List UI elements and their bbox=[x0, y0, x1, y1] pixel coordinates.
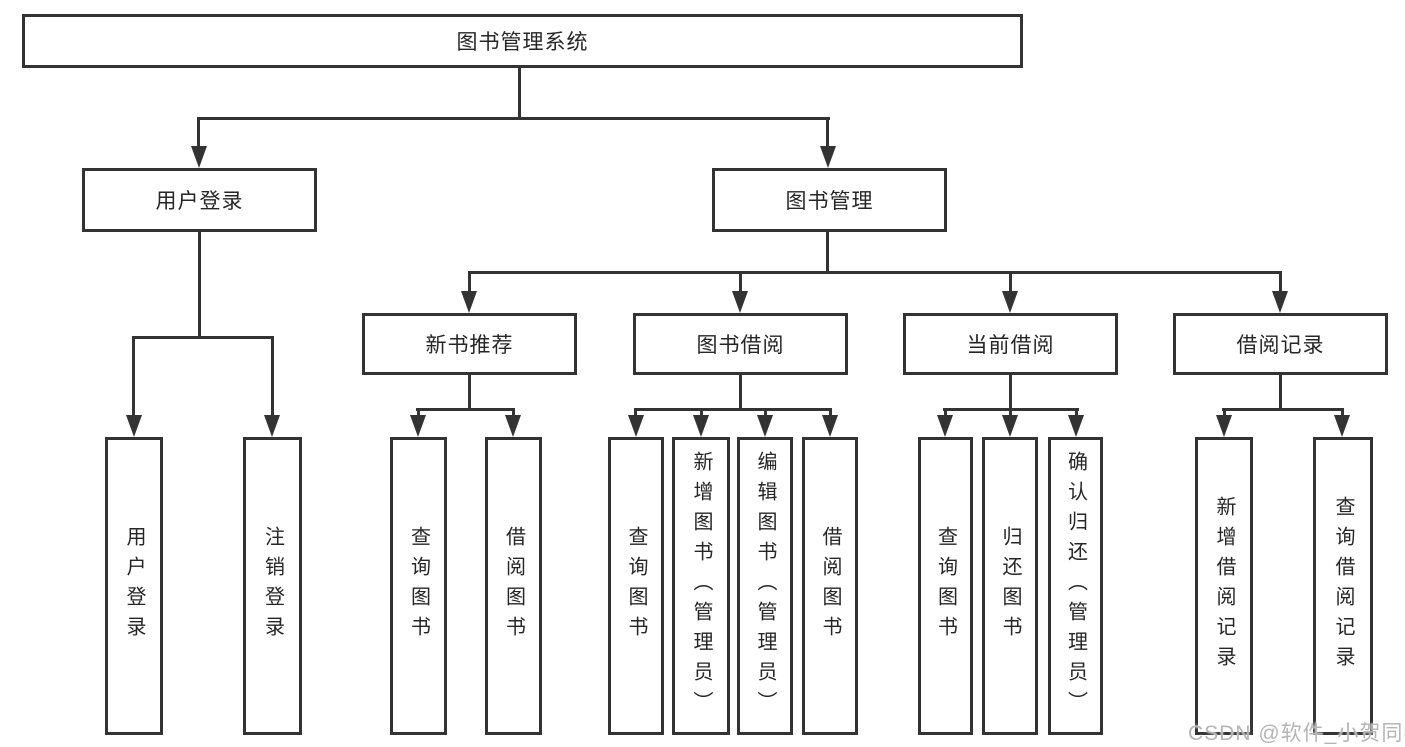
node-leaf-user-login: 用户登录 bbox=[105, 437, 163, 735]
connector-line-borrow-record bbox=[1279, 271, 1282, 293]
node-label: 查询图书 bbox=[407, 526, 430, 646]
node-leaf-logout: 注销登录 bbox=[243, 437, 302, 735]
connector-root-rail bbox=[197, 117, 830, 120]
node-borrow-record: 借阅记录 bbox=[1173, 313, 1388, 375]
connector-current-borrow-stem bbox=[1009, 375, 1012, 408]
node-book-borrow: 图书借阅 bbox=[633, 313, 848, 375]
node-label: 查询借阅记录 bbox=[1332, 496, 1354, 676]
arrowhead-logout bbox=[264, 415, 280, 437]
arrowhead-borrow-book-1 bbox=[505, 415, 521, 437]
connector-line-borrow-book-1 bbox=[512, 408, 515, 417]
csdn-watermark: CSDN @软件_小贺同学 bbox=[1188, 722, 1405, 745]
connector-user-login-rail bbox=[132, 336, 273, 339]
arrowhead-query-book-2 bbox=[628, 415, 644, 437]
connector-line-book-borrow bbox=[739, 271, 742, 293]
connector-line-borrow-book-2 bbox=[829, 408, 832, 417]
node-leaf-return-book: 归还图书 bbox=[982, 437, 1038, 735]
node-label: 查询图书 bbox=[625, 526, 647, 646]
connector-line-confirm-return bbox=[1075, 408, 1078, 417]
node-label: 当前借阅 bbox=[966, 334, 1055, 357]
node-leaf-borrow-book-2: 借阅图书 bbox=[802, 437, 858, 735]
arrowhead-user-login bbox=[191, 146, 207, 168]
arrowhead-query-book-1 bbox=[410, 415, 426, 437]
node-label: 查询图书 bbox=[934, 526, 957, 646]
node-library-management-system: 图书管理系统 bbox=[22, 14, 1023, 68]
connector-line-logout bbox=[271, 336, 274, 417]
arrowhead-borrow-book-2 bbox=[822, 415, 838, 437]
node-leaf-edit-book-admin: 编辑图书（管理员） bbox=[737, 437, 793, 735]
arrowhead-login bbox=[126, 415, 142, 437]
node-user-login: 用户登录 bbox=[82, 168, 317, 232]
node-label: 图书管理系统 bbox=[456, 31, 589, 54]
connector-line-add-record bbox=[1223, 408, 1226, 417]
connector-line-add-book bbox=[700, 408, 703, 417]
node-label: 图书借阅 bbox=[696, 334, 785, 357]
node-label: 借阅图书 bbox=[502, 526, 525, 646]
arrowhead-add-record bbox=[1216, 415, 1232, 437]
connector-borrow-record-rail bbox=[1222, 408, 1342, 411]
connector-line-query-record bbox=[1341, 408, 1344, 417]
connector-book-borrow-stem bbox=[739, 375, 742, 408]
node-label: 借阅图书 bbox=[819, 526, 841, 646]
node-label: 新增图书（管理员） bbox=[690, 451, 712, 721]
node-label: 新增借阅记录 bbox=[1213, 496, 1235, 676]
node-leaf-query-book-3: 查询图书 bbox=[918, 437, 973, 735]
node-current-borrow: 当前借阅 bbox=[903, 313, 1118, 375]
connector-line-book-management bbox=[826, 117, 829, 148]
connector-line-return-book bbox=[1009, 408, 1012, 417]
node-book-management: 图书管理 bbox=[712, 168, 947, 232]
connector-root-stem bbox=[518, 68, 521, 117]
connector-book-management-rail bbox=[468, 271, 1282, 274]
node-leaf-query-borrow-record: 查询借阅记录 bbox=[1313, 437, 1373, 735]
node-label: 编辑图书（管理员） bbox=[754, 451, 776, 721]
arrowhead-add-book bbox=[693, 415, 709, 437]
node-leaf-confirm-return-admin: 确认归还（管理员） bbox=[1048, 437, 1103, 735]
node-leaf-query-book-1: 查询图书 bbox=[390, 437, 447, 735]
arrowhead-borrow-record bbox=[1272, 291, 1288, 313]
arrowhead-query-record bbox=[1334, 415, 1350, 437]
node-new-book-recommend: 新书推荐 bbox=[362, 313, 577, 375]
connector-line-new-book-recommend bbox=[468, 271, 471, 293]
connector-line-login bbox=[132, 336, 135, 417]
node-leaf-borrow-book-1: 借阅图书 bbox=[485, 437, 542, 735]
arrowhead-current-borrow bbox=[1002, 291, 1018, 313]
arrowhead-query-book-3 bbox=[937, 415, 953, 437]
connector-book-borrow-rail bbox=[634, 408, 832, 411]
node-label: 借阅记录 bbox=[1236, 334, 1325, 357]
arrowhead-book-borrow bbox=[732, 291, 748, 313]
connector-line-query-book-2 bbox=[634, 408, 637, 417]
node-label: 新书推荐 bbox=[425, 334, 514, 357]
arrowhead-book-management bbox=[820, 146, 836, 168]
connector-line-current-borrow bbox=[1009, 271, 1012, 293]
connector-new-book-rail bbox=[416, 408, 515, 411]
node-leaf-add-borrow-record: 新增借阅记录 bbox=[1195, 437, 1253, 735]
node-label: 图书管理 bbox=[785, 190, 874, 213]
node-leaf-query-book-2: 查询图书 bbox=[608, 437, 664, 735]
connector-line-query-book-1 bbox=[417, 408, 420, 417]
connector-line-query-book-3 bbox=[944, 408, 947, 417]
node-label: 确认归还（管理员） bbox=[1064, 451, 1087, 721]
connector-borrow-record-stem bbox=[1279, 375, 1282, 408]
arrowhead-confirm-return bbox=[1068, 415, 1084, 437]
arrowhead-edit-book bbox=[757, 415, 773, 437]
node-label: 归还图书 bbox=[999, 526, 1021, 646]
connector-book-management-stem bbox=[826, 232, 829, 271]
node-leaf-add-book-admin: 新增图书（管理员） bbox=[672, 437, 730, 735]
node-label: 用户登录 bbox=[155, 190, 244, 213]
connector-user-login-stem bbox=[198, 232, 201, 336]
node-label: 注销登录 bbox=[261, 526, 284, 646]
connector-line-edit-book bbox=[764, 408, 767, 417]
node-label: 用户登录 bbox=[123, 526, 145, 646]
arrowhead-return-book bbox=[1002, 415, 1018, 437]
connector-line-user-login bbox=[197, 117, 200, 148]
connector-new-book-stem bbox=[468, 375, 471, 408]
arrowhead-new-book-recommend bbox=[461, 291, 477, 313]
